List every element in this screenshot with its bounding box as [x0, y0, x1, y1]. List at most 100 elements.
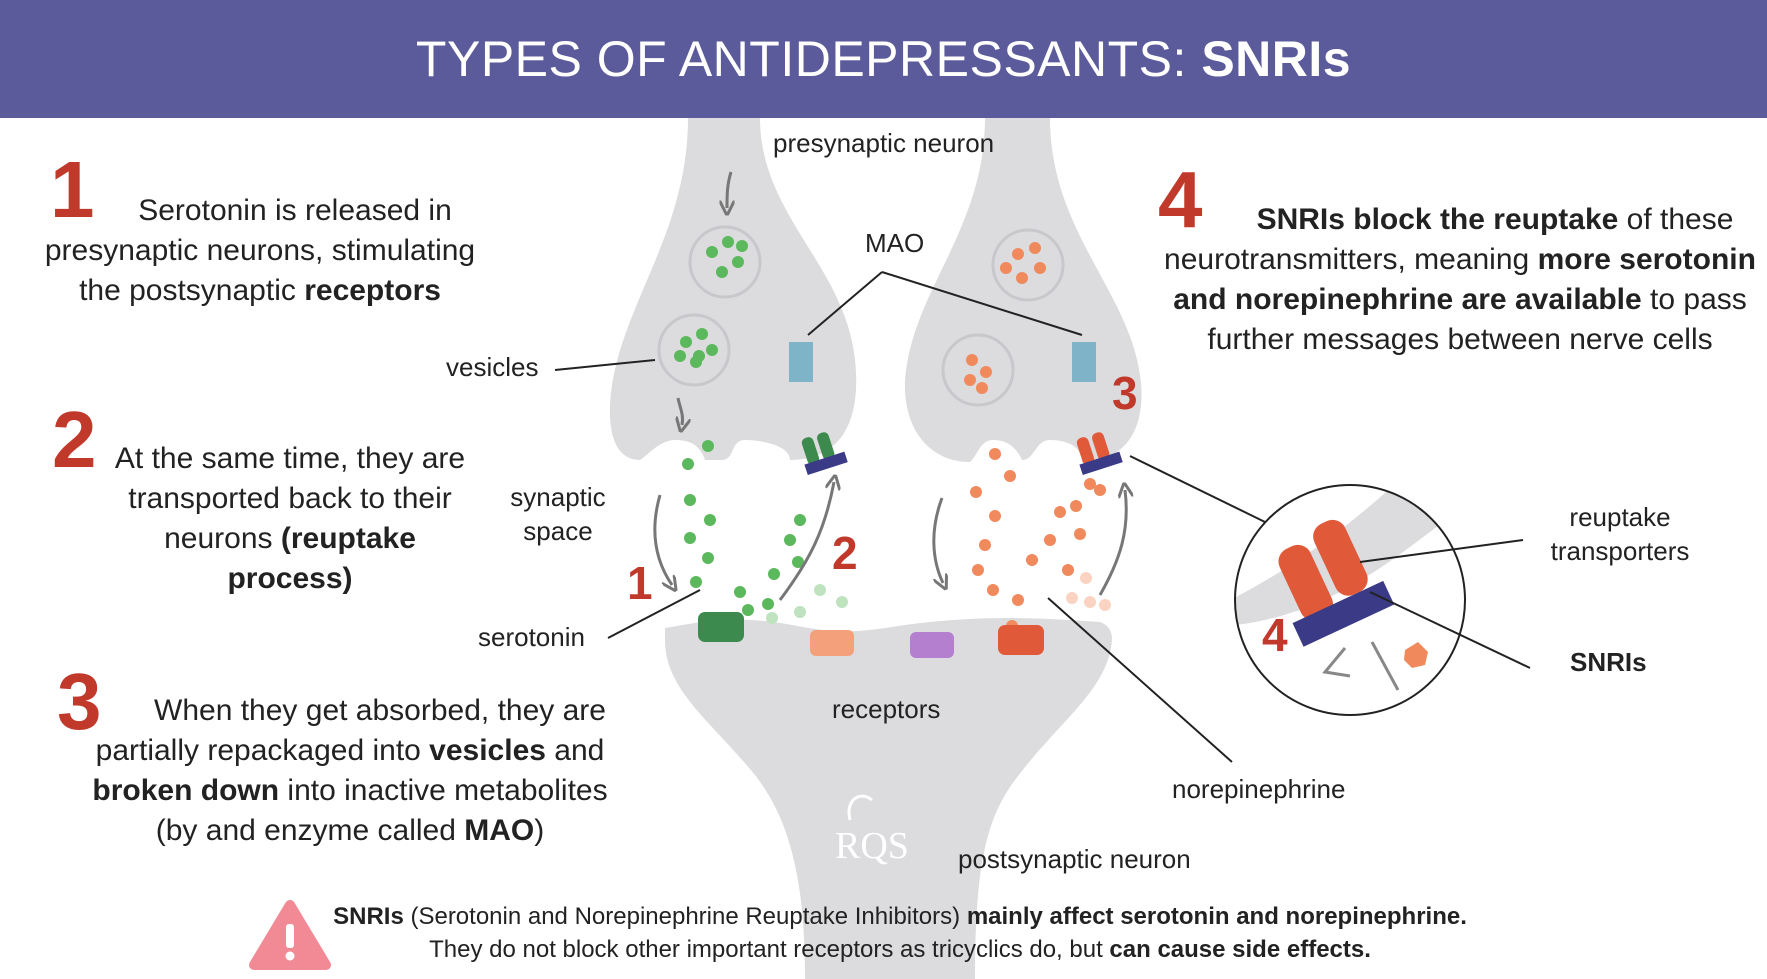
norepinephrine-molecule: [964, 374, 976, 386]
rqs-logo: RQS: [835, 794, 909, 867]
norepinephrine-molecule: [1029, 242, 1041, 254]
label-presynaptic-neuron: presynaptic neuron: [773, 128, 995, 158]
vesicle: [941, 333, 1015, 407]
norepinephrine-molecule: [1044, 534, 1056, 546]
norepinephrine-molecule: [989, 448, 1001, 460]
step-1-number: 1: [50, 145, 95, 234]
serotonin-molecule: [722, 236, 734, 248]
step-3-line-4: (by and enzyme called MAO): [155, 814, 545, 847]
serotonin-molecule-faded: [814, 584, 826, 596]
serotonin-molecule: [674, 350, 686, 362]
postsynaptic-neuron: [665, 618, 1112, 979]
step-2-line-1: At the same time, they are: [114, 442, 466, 475]
serotonin-molecule: [706, 246, 718, 258]
step-4-line-2: neurotransmitters, meaning more serotoni…: [1164, 243, 1756, 276]
norepinephrine-molecule: [987, 584, 999, 596]
step-3-line-3: broken down into inactive metabolites: [92, 774, 608, 807]
serotonin-molecule: [704, 514, 716, 526]
step-3-text: When they get absorbed, they are partial…: [90, 691, 610, 851]
step-2-line-2: transported back to their: [128, 482, 452, 515]
norepinephrine-molecule: [1094, 484, 1106, 496]
serotonin-molecule: [768, 568, 780, 580]
serotonin-molecule-faded: [836, 596, 848, 608]
step-4-number: 4: [1158, 155, 1203, 244]
step-4-line-4: further messages between nerve cells: [1207, 323, 1713, 356]
norepinephrine-molecule: [980, 366, 992, 378]
norepinephrine-molecule: [1016, 272, 1028, 284]
norepinephrine-molecule: [1000, 262, 1012, 274]
step-4-text: SNRIs block the reuptake of these neurot…: [1160, 200, 1760, 360]
norepinephrine-molecule: [1034, 262, 1046, 274]
serotonin-molecule: [702, 440, 714, 452]
receptor-purple: [910, 632, 954, 658]
step-2-line-3: neurons (reuptake process): [164, 522, 416, 595]
zoom-detail: [1234, 484, 1531, 716]
receptor-green: [698, 612, 744, 642]
serotonin-molecule-faded: [766, 612, 778, 624]
label-norepinephrine: norepinephrine: [1172, 774, 1346, 804]
serotonin-molecule: [716, 266, 728, 278]
norepinephrine-molecule: [1062, 564, 1074, 576]
leader-lines: [554, 271, 1266, 763]
vesicle: [991, 228, 1065, 302]
label-reuptake-line-2: transporters: [1550, 536, 1690, 566]
zoom-number-4: 4: [1262, 609, 1288, 661]
label-synaptic-line-2: space: [523, 516, 593, 546]
step-1-line-2: presynaptic neurons, stimulating: [44, 234, 476, 267]
norepinephrine-molecule: [1084, 478, 1096, 490]
norepinephrine-molecule-faded: [1080, 572, 1092, 584]
page-title: TYPES OF ANTIDEPRESSANTS: SNRIs: [416, 30, 1351, 88]
presynaptic-neuron-left: [609, 118, 857, 460]
scene-number-3: 3: [1112, 367, 1138, 419]
norepinephrine-molecule: [1012, 248, 1024, 260]
serotonin-molecule: [706, 344, 718, 356]
vesicle: [657, 313, 731, 387]
serotonin-molecule: [734, 586, 746, 598]
serotonin-molecule: [702, 552, 714, 564]
norepinephrine-molecule: [1054, 506, 1066, 518]
flow-arrows: [653, 171, 1126, 601]
serotonin-molecule: [794, 514, 806, 526]
mao-enzyme-left: [789, 342, 813, 382]
svg-text:RQS: RQS: [835, 825, 909, 867]
norepinephrine-molecule: [1012, 594, 1024, 606]
norepinephrine-molecule: [979, 539, 991, 551]
footer-note: SNRIs (Serotonin and Norepinephrine Reup…: [330, 900, 1470, 966]
serotonin-molecule: [732, 256, 744, 268]
serotonin-molecule: [696, 328, 708, 340]
step-4-line-1: SNRIs block the reuptake of these: [1256, 203, 1734, 236]
serotonin-molecule: [762, 598, 774, 610]
norepinephrine-molecule-faded: [1099, 599, 1111, 611]
label-postsynaptic-neuron: postsynaptic neuron: [958, 844, 1191, 874]
serotonin-molecule: [680, 336, 692, 348]
reuptake-transporter-right: [1076, 432, 1123, 476]
step-2-text: At the same time, they are transported b…: [100, 439, 480, 599]
mao-enzyme-right: [1072, 342, 1096, 382]
norepinephrine-molecule-faded: [1066, 592, 1078, 604]
norepinephrine-molecule: [1070, 500, 1082, 512]
step-2-number: 2: [52, 395, 97, 484]
norepinephrine-molecule: [970, 486, 982, 498]
header-banner: TYPES OF ANTIDEPRESSANTS: SNRIs: [0, 0, 1767, 118]
norepinephrine-molecule: [1026, 554, 1038, 566]
step-1-text: Serotonin is released in presynaptic neu…: [40, 191, 480, 311]
serotonin-molecule: [684, 532, 696, 544]
title-prefix: TYPES OF ANTIDEPRESSANTS:: [415, 31, 1202, 87]
receptor-red: [998, 625, 1044, 655]
serotonin-molecule: [690, 576, 702, 588]
label-snris: SNRIs: [1570, 647, 1647, 677]
step-3-line-2: partially repackaged into vesicles and: [95, 734, 605, 767]
label-reuptake-transporters: reuptake transporters: [1545, 500, 1695, 568]
label-serotonin: serotonin: [478, 622, 585, 652]
scene-number-2: 2: [832, 527, 858, 579]
reuptake-transporter-left: [801, 432, 848, 476]
serotonin-molecule: [736, 240, 748, 252]
vesicle: [688, 225, 762, 299]
norepinephrine-molecules: [964, 242, 1111, 632]
warning-icon: [249, 900, 331, 970]
norepinephrine-molecule: [1004, 470, 1016, 482]
norepinephrine-molecule: [966, 354, 978, 366]
label-synaptic-space: synaptic space: [508, 480, 608, 548]
step-1-line-3: the postsynaptic receptors: [79, 274, 441, 307]
norepinephrine-molecule: [972, 564, 984, 576]
